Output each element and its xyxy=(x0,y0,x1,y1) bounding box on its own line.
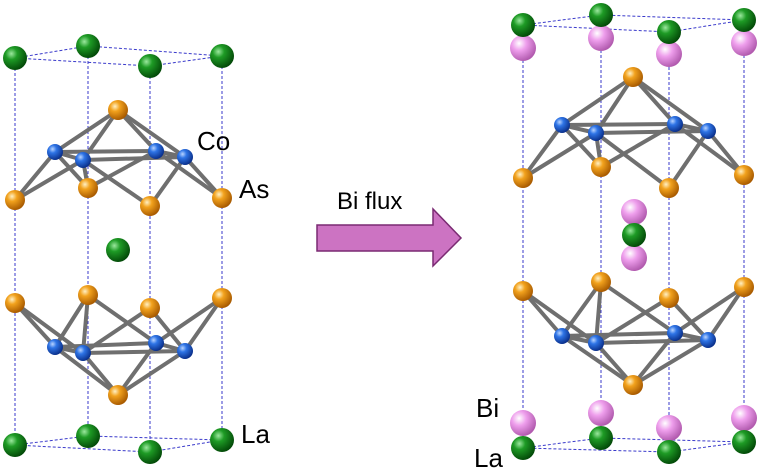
right-central-stack xyxy=(621,199,647,271)
bi-atom xyxy=(731,30,757,56)
la-atom xyxy=(3,46,27,70)
as-atom xyxy=(212,188,232,208)
co-atom xyxy=(588,335,604,351)
as-label: As xyxy=(239,174,270,204)
la-atom xyxy=(589,426,613,450)
co-atom xyxy=(148,143,164,159)
la-atom xyxy=(511,436,535,460)
as-atom xyxy=(78,178,98,198)
right-la-atoms-bottom xyxy=(511,426,756,464)
right-structure xyxy=(510,3,757,464)
left-lower-bonds xyxy=(13,293,224,397)
co-atom xyxy=(177,343,193,359)
co-atom xyxy=(47,144,63,160)
la-atom xyxy=(511,13,535,37)
la-atom xyxy=(76,424,100,448)
co-atom xyxy=(667,116,683,132)
as-atom xyxy=(591,157,611,177)
co-atom xyxy=(588,125,604,141)
as-atom xyxy=(108,100,128,120)
as-atom xyxy=(212,288,232,308)
as-atom xyxy=(140,298,160,318)
co-atom xyxy=(47,339,63,355)
as-atom xyxy=(623,375,643,395)
as-atom xyxy=(659,178,679,198)
co-atom xyxy=(700,332,716,348)
right-bi-atoms-bottom xyxy=(510,400,757,441)
as-atom xyxy=(734,165,754,185)
as-atom xyxy=(108,385,128,405)
right-la-atoms-top xyxy=(511,3,756,44)
bi-atom xyxy=(510,35,536,61)
as-atom xyxy=(623,67,643,87)
la-atom xyxy=(76,34,100,58)
la-label-left: La xyxy=(241,419,270,449)
as-atom xyxy=(513,281,533,301)
la-atom xyxy=(657,440,681,464)
co-atom xyxy=(75,152,91,168)
co-atom xyxy=(148,335,164,351)
la-atom xyxy=(210,44,234,68)
co-atom xyxy=(75,345,91,361)
co-atom xyxy=(700,123,716,139)
as-atom xyxy=(591,272,611,292)
as-atom xyxy=(734,277,754,297)
la-atom xyxy=(210,428,234,452)
bi-atom xyxy=(621,245,647,271)
la-atom xyxy=(622,223,646,247)
la-atom xyxy=(138,440,162,464)
bi-atom xyxy=(731,405,757,431)
la-atom xyxy=(3,433,27,457)
co-atom xyxy=(554,328,570,344)
left-as-atoms xyxy=(5,100,232,405)
bi-atom xyxy=(588,25,614,51)
la-atom xyxy=(657,20,681,44)
right-co-atoms xyxy=(554,116,716,351)
as-atom xyxy=(78,285,98,305)
bi-atom xyxy=(656,415,682,441)
co-atom xyxy=(667,325,683,341)
right-as-atoms xyxy=(513,67,754,395)
as-atom xyxy=(659,288,679,308)
bi-atom xyxy=(588,400,614,426)
co-label: Co xyxy=(197,126,231,156)
la-label-right: La xyxy=(474,443,503,473)
bi-label-right: Bi xyxy=(476,393,500,423)
la-atom xyxy=(732,430,756,454)
co-atom xyxy=(554,117,570,133)
as-atom xyxy=(513,168,533,188)
la-atom xyxy=(732,8,756,32)
bi-atom xyxy=(621,199,647,225)
co-atom xyxy=(177,149,193,165)
la-atom xyxy=(589,3,613,27)
bi-atom xyxy=(510,410,536,436)
left-upper-bonds xyxy=(13,108,224,208)
bi-flux-arrow xyxy=(316,207,463,268)
left-co-atoms xyxy=(47,143,193,361)
left-la-atoms xyxy=(3,34,234,464)
bi-atom xyxy=(656,41,682,67)
as-atom xyxy=(140,196,160,216)
la-atom xyxy=(106,238,130,262)
left-structure xyxy=(3,34,234,464)
right-bi-atoms-top xyxy=(510,25,757,67)
la-atom xyxy=(138,54,162,78)
arrow-label: Bi flux xyxy=(337,188,403,215)
as-atom xyxy=(5,190,25,210)
as-atom xyxy=(5,293,25,313)
